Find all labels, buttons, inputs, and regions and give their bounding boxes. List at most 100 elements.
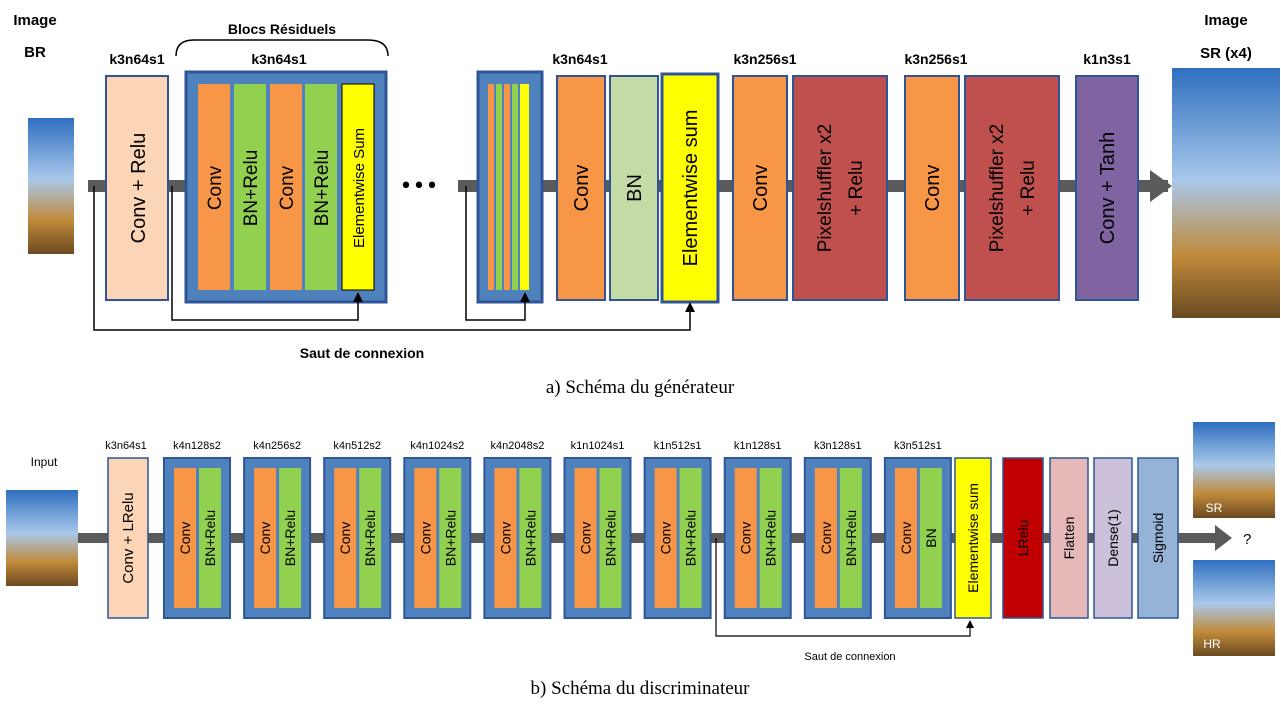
disc-flatten-label: Flatten	[1061, 517, 1077, 560]
post-sum-label: Elementwise sum	[680, 110, 702, 267]
res-bn2-label: BN+Relu	[312, 150, 333, 227]
disc-block-param: k1n128s1	[734, 440, 782, 452]
disc-block-bn-layer	[679, 468, 702, 608]
disc-block-conv-layer	[414, 468, 437, 608]
disc-block-conv-label: Conv	[578, 522, 594, 555]
compact-strip-5	[520, 84, 529, 290]
discriminator-diagram: ? Input k3n64s1 Conv + LRelu k4n128s2Con…	[6, 422, 1275, 699]
residual-blocks-brace	[175, 39, 389, 57]
discriminator-output-arrow	[1215, 525, 1232, 551]
compact-strip-3	[504, 84, 510, 290]
hr-label: HR	[1203, 637, 1221, 651]
res-conv1-label: Conv	[205, 165, 226, 210]
param-res-block: k3n64s1	[251, 51, 306, 67]
param-ps2: k3n256s1	[904, 51, 967, 67]
disc-block-conv-label: Conv	[337, 522, 353, 555]
up-conv1-label: Conv	[750, 165, 772, 212]
disc-sigmoid-label: Sigmoid	[1150, 513, 1166, 564]
generator-output-label-line1: Image	[1204, 12, 1247, 29]
disc-lrelu-layer	[1002, 457, 1044, 619]
disc-block-bn-layer	[839, 468, 862, 608]
disc-block-conv-layer	[174, 468, 196, 608]
generator-skip-label: Saut de connexion	[300, 345, 424, 361]
disc-block-bn-label: BN+Relu	[442, 510, 458, 566]
res-conv2-layer	[270, 84, 302, 290]
disc-block-bn-label: BN+Relu	[683, 510, 699, 566]
disc-block-param: k4n256s2	[253, 440, 301, 452]
param-ps1: k3n256s1	[733, 51, 796, 67]
compact-skip-arrowhead	[520, 292, 530, 302]
discriminator-question: ?	[1243, 531, 1251, 548]
res-bn1-layer	[234, 84, 266, 290]
conv-relu-label: Conv + Relu	[128, 133, 150, 244]
disc-block-bn-layer	[599, 468, 622, 608]
disc-lrelu-label: LRelu	[1015, 520, 1031, 557]
disc-flatten-layer	[1049, 457, 1089, 619]
disc-conv-lrelu-label: Conv + LRelu	[120, 492, 137, 583]
disc-block-bn-label: BN	[923, 528, 939, 547]
compact-strip-1	[488, 84, 494, 290]
res-sum-layer	[341, 83, 375, 291]
discriminator-skip-line	[715, 538, 971, 637]
generator-input-label-line2: BR	[24, 44, 46, 61]
disc-block-conv-layer	[814, 468, 837, 608]
res-sum-label: Elementwise Sum	[351, 128, 368, 248]
post-bn-layer	[609, 75, 659, 301]
disc-block-bn-label: BN+Relu	[763, 510, 779, 566]
generator-output-label-line2: SR (x4)	[1200, 45, 1252, 62]
disc-block-bn-layer	[199, 468, 221, 608]
disc-block-bn-layer	[519, 468, 542, 608]
post-conv-layer	[556, 75, 606, 301]
disc-block-bn-layer	[919, 468, 942, 608]
up-conv2-label: Conv	[922, 165, 944, 212]
conv-tanh-label: Conv + Tanh	[1097, 132, 1119, 245]
post-bn-label: BN	[624, 174, 646, 202]
compact-skip-line	[465, 186, 526, 321]
disc-block-param: k4n128s2	[173, 440, 221, 452]
res-bn1-label: BN+Relu	[241, 150, 262, 227]
disc-block-param: k3n128s1	[814, 440, 862, 452]
disc-block-conv-layer	[494, 468, 517, 608]
disc-block-param: k3n512s1	[894, 440, 942, 452]
pixelshuffler1-layer	[792, 75, 888, 301]
pixelshuffler2-label-line1: Pixelshuffler x2	[987, 124, 1008, 253]
up-conv2-layer	[904, 75, 960, 301]
disc-block-conv-layer	[894, 468, 917, 608]
res-conv2-label: Conv	[277, 165, 298, 210]
disc-block-conv-layer	[574, 468, 597, 608]
discriminator-input-label: Input	[31, 455, 58, 469]
sr-image	[1193, 422, 1275, 518]
conv-tanh-layer	[1075, 75, 1139, 301]
disc-sum-layer	[954, 457, 992, 619]
disc-sigmoid-layer	[1137, 457, 1179, 619]
disc-block-conv-layer	[254, 468, 277, 608]
disc-block-conv-label: Conv	[417, 522, 433, 555]
disc-dense-label: Dense(1)	[1105, 509, 1121, 567]
disc-block-conv-layer	[654, 468, 677, 608]
disc-block-param: k4n512s2	[333, 440, 381, 452]
discriminator-caption: b) Schéma du discriminateur	[531, 678, 751, 699]
discriminator-input-image	[6, 490, 78, 586]
disc-block-conv-layer	[734, 468, 757, 608]
disc-block-bn-label: BN+Relu	[202, 510, 218, 566]
pixelshuffler2-label-line2: + Relu	[1018, 160, 1039, 215]
disc-block-bn-layer	[439, 468, 462, 608]
compact-strip-2	[496, 84, 502, 290]
res-skip-arrowhead	[353, 292, 363, 302]
generator-input-image	[28, 118, 74, 254]
disc-block-bn-label: BN+Relu	[362, 510, 378, 566]
pixelshuffler2-layer	[964, 75, 1060, 301]
disc-block-param: k1n512s1	[654, 440, 702, 452]
disc-block-bn-layer	[359, 468, 382, 608]
disc-sum-label: Elementwise sum	[965, 483, 981, 593]
disc-block-param: k1n1024s1	[571, 440, 625, 452]
disc-block-conv-label: Conv	[257, 522, 273, 555]
res-bn2-layer	[305, 84, 337, 290]
disc-block-bn-label: BN+Relu	[843, 510, 859, 566]
disc-block-param: k4n2048s2	[490, 440, 544, 452]
disc-dense-layer	[1093, 457, 1133, 619]
pixelshuffler1-label-line2: + Relu	[846, 160, 867, 215]
param-conv-relu: k3n64s1	[109, 51, 164, 67]
disc-block-bn-label: BN+Relu	[603, 510, 619, 566]
